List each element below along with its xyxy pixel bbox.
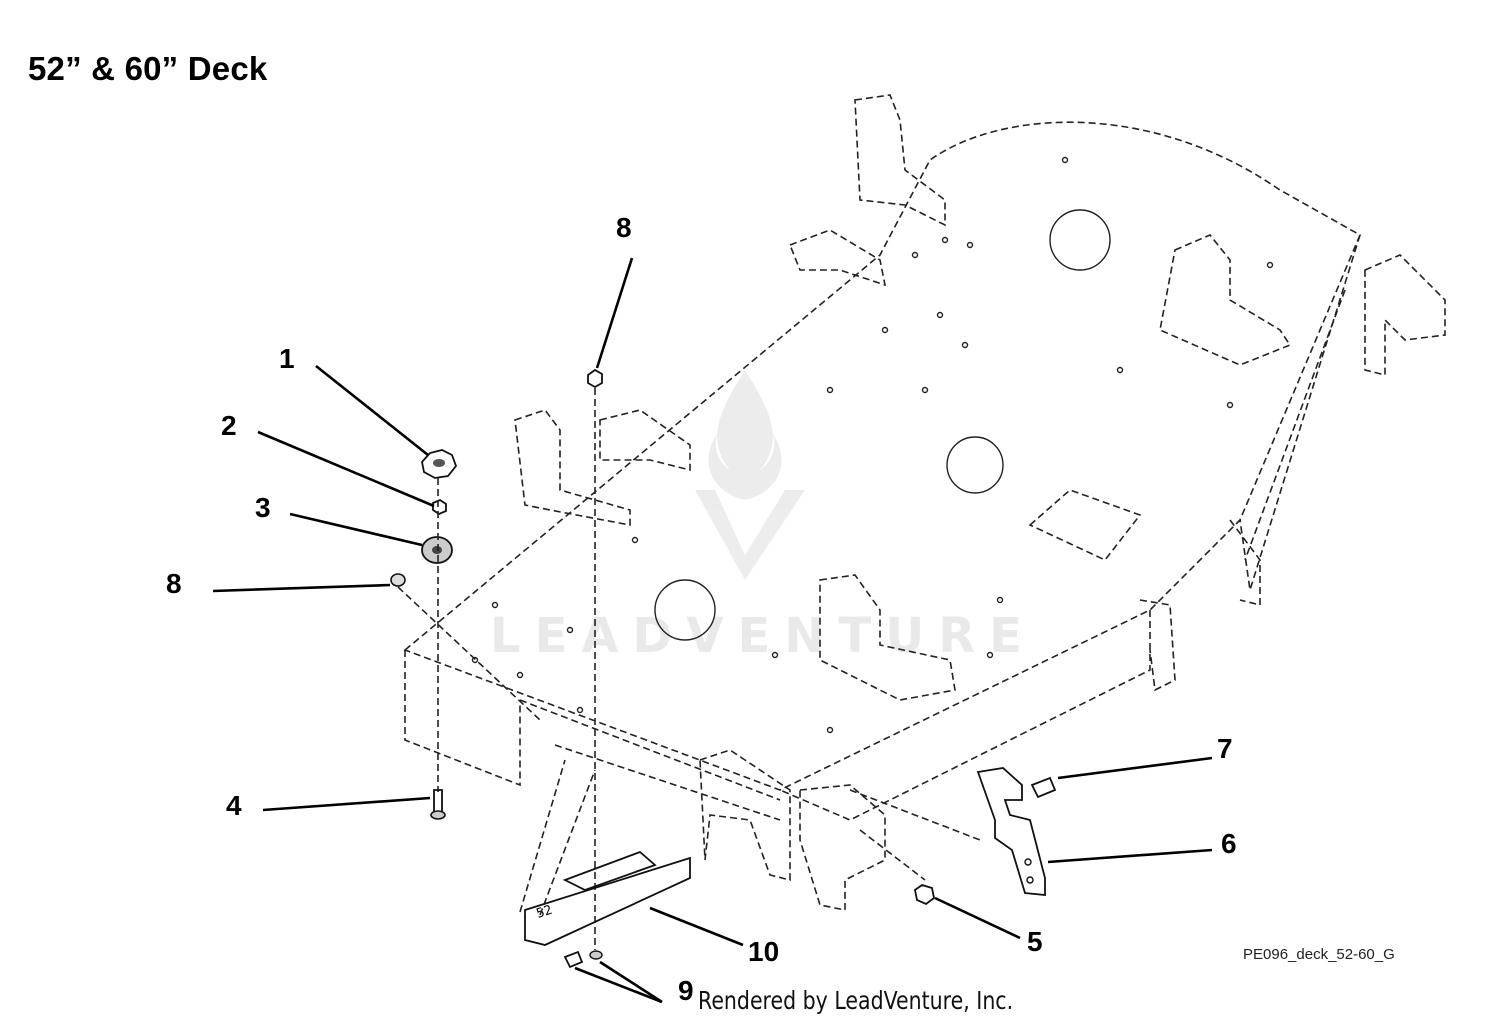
watermark-text: LEADVENTURE [490,608,1036,664]
callout-1: 1 [279,343,295,374]
bracket-bolt-icon [1030,776,1057,799]
callout-2: 2 [221,410,237,441]
callout-5: 5 [1027,926,1043,957]
callout-3: 3 [255,492,271,523]
height-adjust-knob-icon [421,449,458,479]
callout-6: 6 [1221,828,1237,859]
bracket-nut-icon [914,884,935,906]
hex-nut-icon [432,498,447,516]
page-title: 52” & 60” Deck [28,50,268,87]
pivot-bolt-icon [563,950,603,969]
callout-4: 4 [226,790,242,821]
flange-nut-icon [390,573,406,587]
mower-deck [403,94,1446,911]
carriage-bolt-icon [430,789,446,820]
top-nut-icon [587,368,603,389]
mounting-bracket [976,767,1046,896]
deck-shield-plate: 52 [524,850,691,946]
callout-7: 7 [1217,733,1233,764]
drawing-id: PE096_deck_52-60_G [1243,946,1395,963]
deck-stamp: 52 [535,903,555,922]
callout-10: 10 [748,936,779,967]
deck-holes [471,156,1274,734]
callout-9: 9 [678,975,694,1006]
leader-lines [212,257,1213,1004]
callout-8-left: 8 [166,568,182,599]
callout-8-top: 8 [616,212,632,243]
rendered-by-credit: Rendered by LeadVenture, Inc. [698,986,1014,1015]
roller-bearing-icon [421,536,453,564]
watermark-logo-icon [695,370,805,580]
